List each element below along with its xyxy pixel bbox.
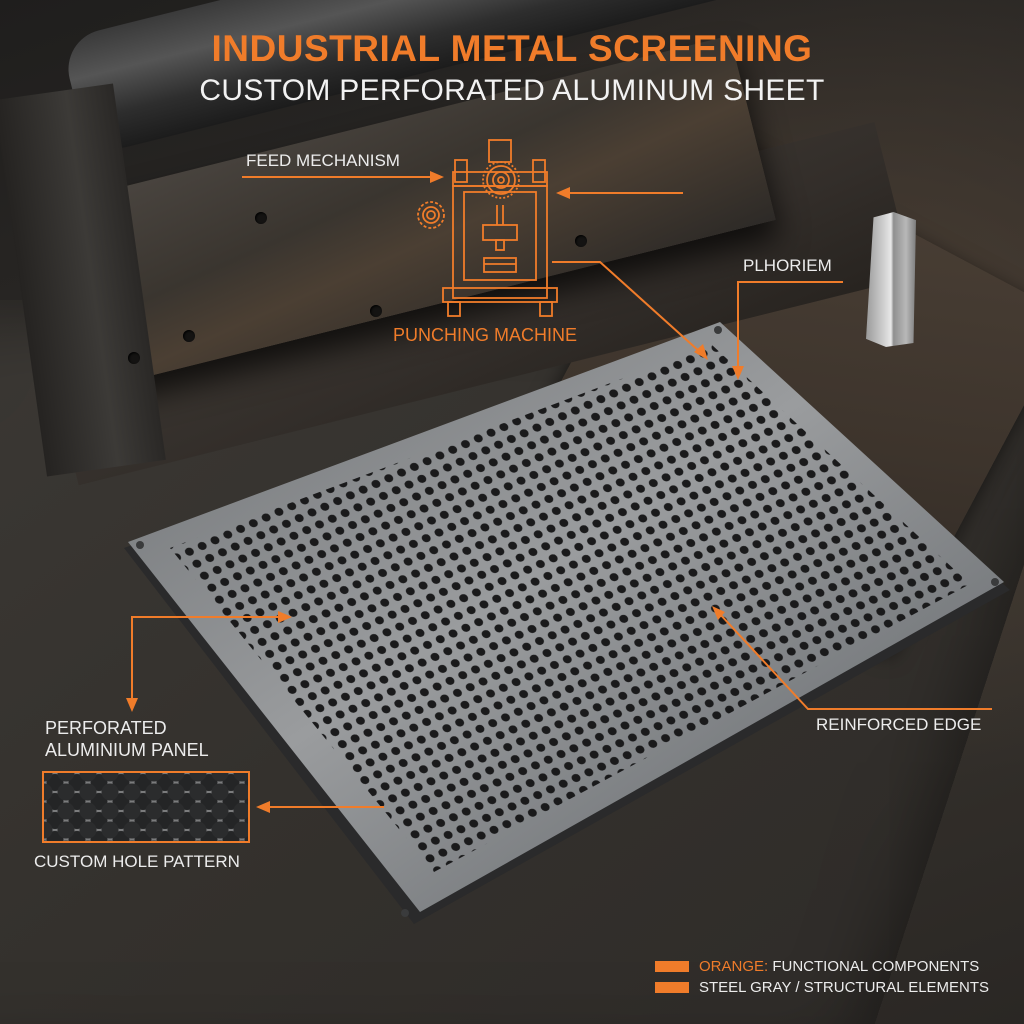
gear-icon xyxy=(417,201,445,229)
legend-label: FUNCTIONAL COMPONENTS xyxy=(768,958,980,975)
bolt-hole xyxy=(183,330,195,342)
perforated-panel-label-line1: PERFORATED xyxy=(45,718,167,738)
page-subtitle: CUSTOM PERFORATED ALUMINUM SHEET xyxy=(199,74,825,107)
legend-key: ORANGE: xyxy=(699,958,769,975)
feed-mechanism-label: FEED MECHANISM xyxy=(246,151,400,170)
bolt-hole xyxy=(575,235,587,247)
legend-item-functional: ORANGE: FUNCTIONAL COMPONENTS xyxy=(655,956,989,977)
hole-pattern-inset xyxy=(42,771,250,843)
punching-machine-icon xyxy=(417,139,558,317)
gear-icon xyxy=(486,165,516,195)
perforated-panel-label-line2: ALUMINIUM PANEL xyxy=(45,740,209,760)
orange-swatch xyxy=(655,982,689,993)
plhoriem-label: PLHORIEM xyxy=(743,256,832,275)
bolt-hole xyxy=(255,212,267,224)
orange-swatch xyxy=(655,961,689,972)
bolt-hole xyxy=(128,352,140,364)
punching-machine-label: PUNCHING MACHINE xyxy=(393,325,578,345)
steel-pin-icon xyxy=(866,212,916,347)
legend-label: STEEL GRAY / STRUCTURAL ELEMENTS xyxy=(699,979,990,996)
page-title: INDUSTRIAL METAL SCREENING xyxy=(211,28,813,69)
legend-item-structural: STEEL GRAY / STRUCTURAL ELEMENTS xyxy=(655,977,989,998)
color-legend: ORANGE: FUNCTIONAL COMPONENTS STEEL GRAY… xyxy=(655,956,989,998)
reinforced-edge-label: REINFORCED EDGE xyxy=(816,715,982,734)
custom-hole-pattern-label: CUSTOM HOLE PATTERN xyxy=(34,852,240,871)
bolt-hole xyxy=(370,305,382,317)
